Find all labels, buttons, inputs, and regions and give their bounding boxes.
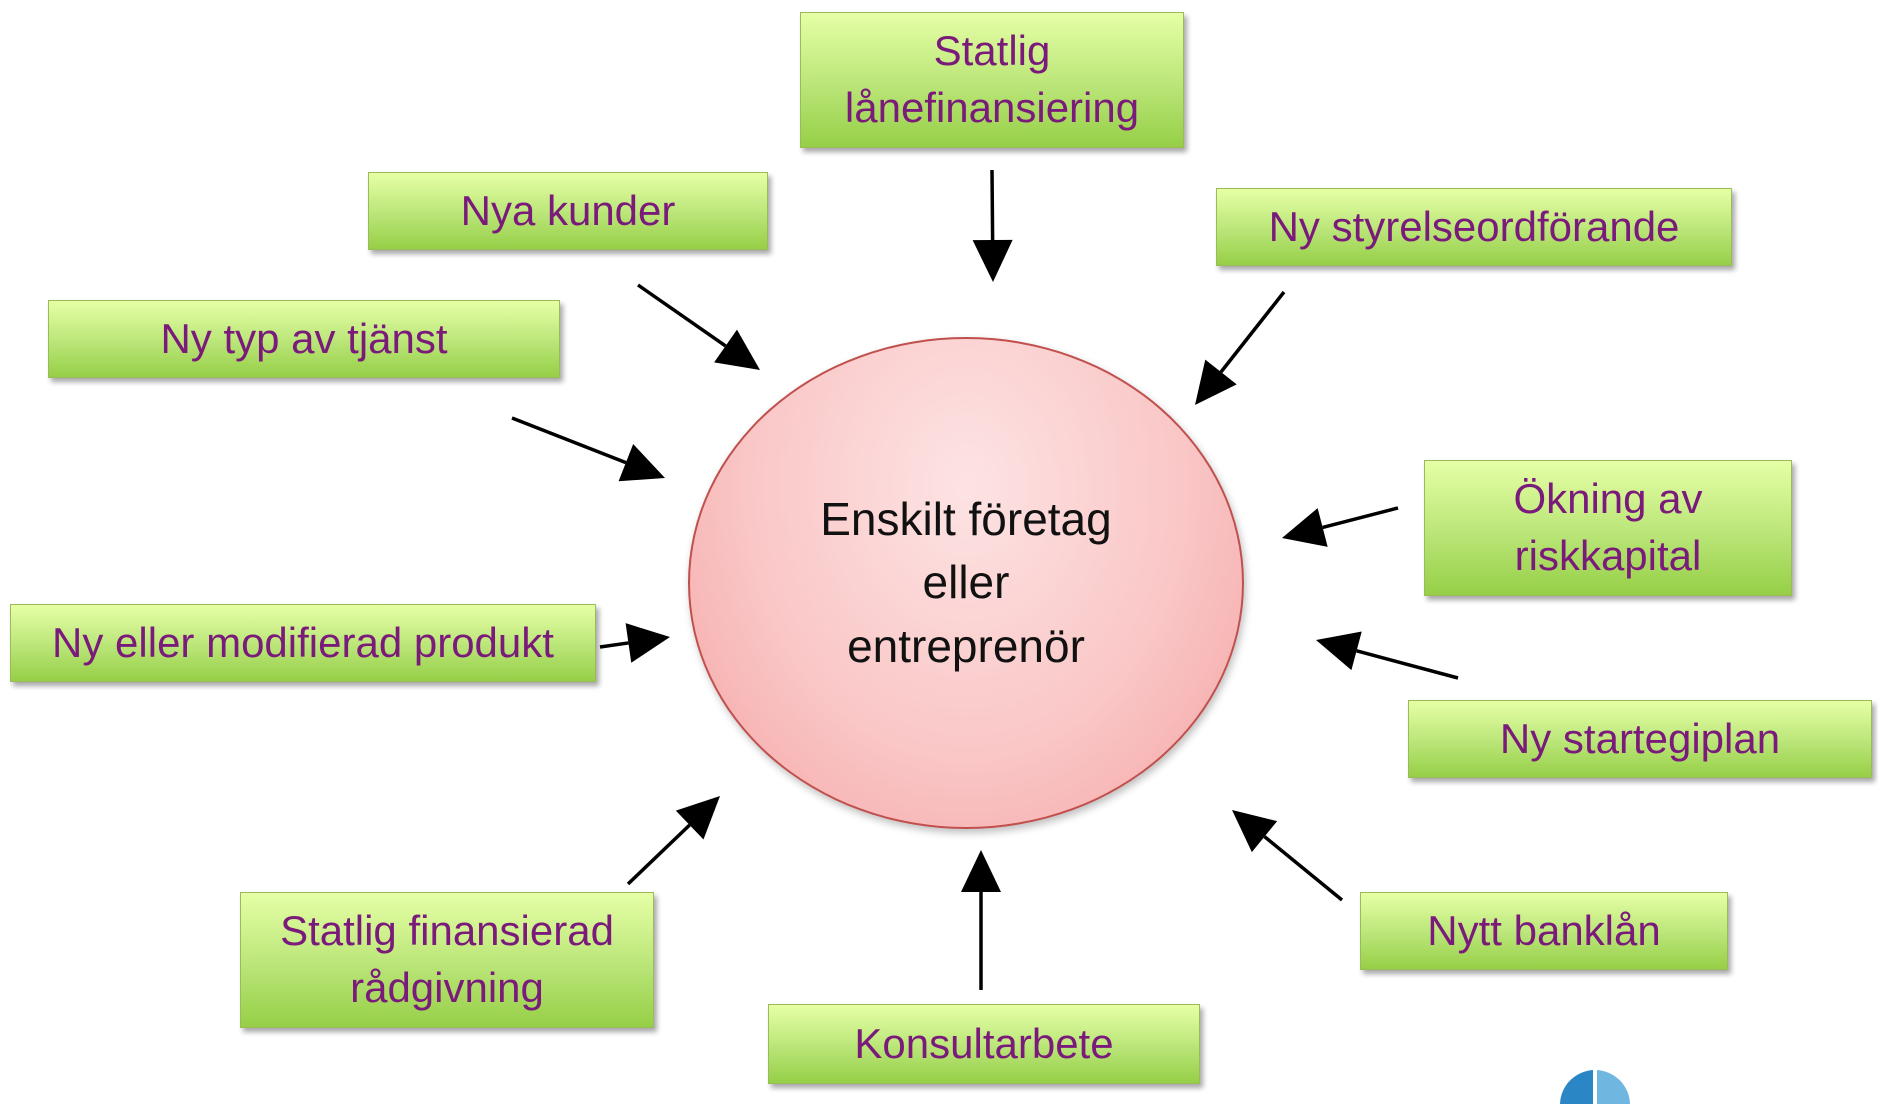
logo-icon (1560, 1070, 1630, 1104)
influence-arrow (1195, 290, 1286, 405)
influence-arrow (972, 169, 1013, 282)
node-label-line: Statlig (933, 27, 1051, 75)
influence-arrow (1282, 506, 1399, 547)
center-label-line: entreprenör (847, 619, 1085, 672)
influence-arrow (626, 796, 720, 886)
node-label-line: Nya kunder (460, 186, 676, 234)
node-statlig-lanefinansiering: Statlig lånefinansiering (800, 12, 1184, 148)
center-label-line: Enskilt företag (820, 492, 1112, 545)
node-label-line: Ny eller modifierad produkt (52, 618, 554, 666)
node-label-line: lånefinansiering (844, 84, 1140, 131)
node-label-line: Ny styrelseordförande (1268, 202, 1680, 250)
node-label-line: riskkapital (1514, 532, 1702, 579)
node-ny-styrelseordforande: Ny styrelseordförande (1216, 188, 1732, 266)
center-circle: Enskilt företag eller entreprenör (688, 337, 1244, 829)
node-label-line: Nytt banklån (1427, 906, 1661, 954)
node-ny-startegiplan: Ny startegiplan (1408, 700, 1872, 778)
node-ny-typ-av-tjanst: Ny typ av tjänst (48, 300, 560, 378)
influence-arrow (1232, 810, 1344, 902)
node-nya-kunder: Nya kunder (368, 172, 768, 250)
node-label-line: rådgivning (350, 964, 544, 1011)
node-label-line: Ökning av (1513, 475, 1703, 523)
influence-arrow (636, 283, 760, 370)
node-label-line: Statlig finansierad (280, 907, 614, 955)
node-label-line: Konsultarbete (854, 1019, 1114, 1067)
node-label-line: Ny typ av tjänst (160, 314, 448, 362)
node-nytt-banklan: Nytt banklån (1360, 892, 1728, 970)
influence-arrow (511, 416, 665, 482)
node-ny-eller-modifierad-produkt: Ny eller modifierad produkt (10, 604, 596, 682)
node-konsultarbete: Konsultarbete (768, 1004, 1200, 1084)
node-label-line: Ny startegiplan (1499, 714, 1781, 762)
influence-arrow (599, 623, 670, 663)
influence-arrow (961, 850, 1001, 990)
node-okning-av-riskkapital: Ökning av riskkapital (1424, 460, 1792, 596)
center-label-line: eller (922, 556, 1010, 609)
node-statlig-finansierad-radgivning: Statlig finansierad rådgivning (240, 892, 654, 1028)
influence-arrow (1316, 631, 1459, 680)
